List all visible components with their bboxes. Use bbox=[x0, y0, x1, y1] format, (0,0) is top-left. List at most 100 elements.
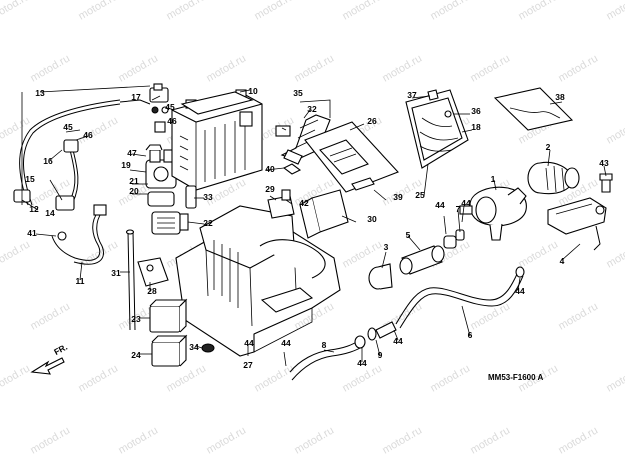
callout-label: 40 bbox=[265, 164, 275, 174]
callout-label: 18 bbox=[471, 122, 481, 132]
callout-label: 22 bbox=[203, 218, 213, 228]
watermark-text: motod.ru bbox=[380, 424, 424, 456]
watermark-text: motod.ru bbox=[604, 114, 625, 146]
drawing-code: MM53-F1600 A bbox=[488, 373, 544, 382]
clip-40 bbox=[282, 163, 302, 175]
watermark-text: motod.ru bbox=[204, 424, 248, 456]
hose-2 bbox=[527, 161, 580, 195]
watermark-text: motod.ru bbox=[28, 52, 72, 84]
battery-case-25 bbox=[175, 205, 341, 357]
callout-label: 14 bbox=[45, 208, 55, 218]
callout-label: 16 bbox=[43, 156, 53, 166]
watermark-text: motod.ru bbox=[164, 0, 208, 23]
watermark-text: motod.ru bbox=[292, 424, 336, 456]
callout-label: 2 bbox=[546, 142, 551, 152]
callout-label: 36 bbox=[471, 106, 481, 116]
watermark-text: motod.ru bbox=[604, 362, 625, 394]
rod-31 bbox=[125, 229, 136, 331]
watermark-text: motod.ru bbox=[428, 0, 472, 23]
watermark-text: motod.ru bbox=[428, 362, 472, 394]
callout-label: 7 bbox=[456, 204, 461, 214]
callout-label: 39 bbox=[393, 192, 403, 202]
side-panel-18 bbox=[405, 89, 469, 169]
callout-label: 38 bbox=[555, 92, 565, 102]
watermark-text: motod.ru bbox=[28, 424, 72, 456]
watermark-text: motod.ru bbox=[0, 0, 32, 23]
watermark-text: motod.ru bbox=[604, 0, 625, 23]
callout-label: 44 bbox=[461, 198, 471, 208]
callout-label: 44 bbox=[393, 336, 403, 346]
callout-label: 44 bbox=[515, 286, 525, 296]
callout-label: 4 bbox=[560, 256, 565, 266]
grommet-34 bbox=[201, 343, 215, 353]
callout-label: 45 bbox=[63, 122, 73, 132]
callout-label: 1 bbox=[491, 174, 496, 184]
battery-10 bbox=[171, 89, 263, 191]
watermark-text: motod.ru bbox=[0, 362, 32, 394]
relay-23 bbox=[149, 298, 188, 333]
watermark-text: motod.ru bbox=[76, 0, 120, 23]
watermark-text: motod.ru bbox=[76, 238, 120, 270]
callout-label: 15 bbox=[25, 174, 35, 184]
watermark-text: motod.ru bbox=[380, 52, 424, 84]
callout-label: 23 bbox=[131, 314, 141, 324]
callout-label: 6 bbox=[468, 330, 473, 340]
callout-label: 33 bbox=[203, 192, 213, 202]
watermark-text: motod.ru bbox=[340, 0, 384, 23]
watermark-text: motod.ru bbox=[468, 300, 512, 332]
watermark-text: motod.ru bbox=[516, 0, 560, 23]
watermark-text: motod.ru bbox=[292, 52, 336, 84]
callout-label: 25 bbox=[415, 190, 425, 200]
fuel-filter-5 bbox=[399, 229, 465, 275]
watermark-text: motod.ru bbox=[556, 300, 600, 332]
callout-label: 46 bbox=[167, 116, 177, 126]
callout-label: 11 bbox=[76, 276, 85, 286]
callout-label: 42 bbox=[299, 198, 309, 208]
callout-label: 44 bbox=[281, 338, 291, 348]
callout-label: 5 bbox=[406, 230, 411, 240]
watermark-text: motod.ru bbox=[0, 114, 32, 146]
relay-24 bbox=[151, 334, 188, 367]
callout-label: 44 bbox=[435, 200, 445, 210]
clamp-42 bbox=[267, 189, 295, 219]
callout-label: 41 bbox=[27, 228, 37, 238]
fuel-hose-8 bbox=[289, 321, 397, 381]
callout-label: 20 bbox=[129, 186, 139, 196]
watermark-text: motod.ru bbox=[516, 238, 560, 270]
bracket-30 bbox=[299, 189, 349, 239]
watermark-text: motod.ru bbox=[0, 238, 32, 270]
watermark-text: motod.ru bbox=[252, 0, 296, 23]
watermark-text: motod.ru bbox=[116, 52, 160, 84]
watermark-text: motod.ru bbox=[604, 238, 625, 270]
fuel-pump-1 bbox=[459, 186, 527, 241]
callout-label: 32 bbox=[307, 104, 317, 114]
callout-label: 31 bbox=[111, 268, 121, 278]
callout-label: 43 bbox=[599, 158, 609, 168]
callout-label: 21 bbox=[129, 176, 139, 186]
callout-label: 30 bbox=[367, 214, 377, 224]
callout-label: 8 bbox=[322, 340, 327, 350]
watermark-text: motod.ru bbox=[468, 52, 512, 84]
callout-label: 13 bbox=[35, 88, 45, 98]
callout-label: 24 bbox=[131, 350, 141, 360]
callout-label: 10 bbox=[248, 86, 258, 96]
watermark-text: motod.ru bbox=[116, 424, 160, 456]
callout-label: 17 bbox=[131, 92, 141, 102]
callout-label: 37 bbox=[407, 90, 417, 100]
callout-label: 35 bbox=[293, 88, 303, 98]
direction-label: FR. bbox=[52, 342, 69, 357]
cap-33 bbox=[185, 185, 197, 209]
battery-cover-26 bbox=[304, 121, 399, 193]
wire-harness-11 bbox=[51, 204, 107, 265]
callout-label: 12 bbox=[29, 204, 39, 214]
callout-label: 9 bbox=[378, 350, 383, 360]
callout-label: 44 bbox=[357, 358, 367, 368]
relay-17 bbox=[149, 83, 169, 133]
callout-label: 26 bbox=[367, 116, 377, 126]
damper-3 bbox=[368, 263, 393, 290]
watermark-text: motod.ru bbox=[204, 52, 248, 84]
fuel-hose-6 bbox=[395, 266, 525, 329]
callout-label: 19 bbox=[121, 160, 131, 170]
front-direction-arrow bbox=[30, 357, 65, 375]
